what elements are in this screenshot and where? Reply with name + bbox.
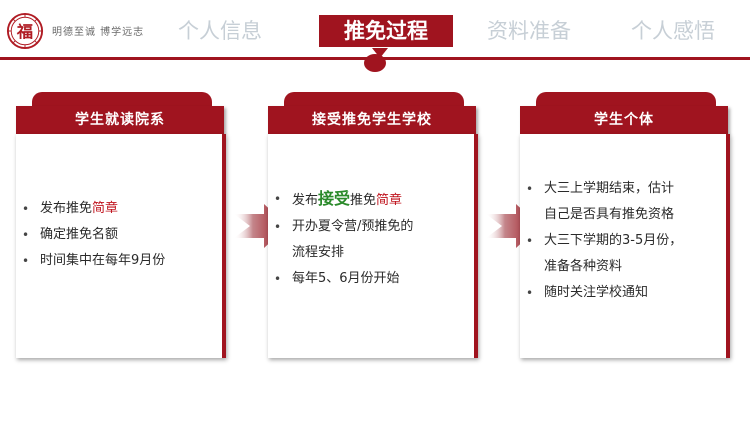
list-item: • 随时关注学校通知 <box>524 280 682 306</box>
tab-materials[interactable]: 资料准备 <box>487 19 571 43</box>
card-3-body <box>520 134 730 358</box>
item-text-continued: 流程安排 <box>292 245 345 260</box>
bullet-icon: • <box>274 192 282 206</box>
list-item: • 大三下学期的3-5月份， 准备各种资料 <box>524 228 682 280</box>
card-2-edge <box>474 134 478 358</box>
bullet-icon: • <box>526 286 534 300</box>
list-item: • 发布推免简章 <box>20 196 165 222</box>
item-text: 开办夏令营/预推免的 <box>292 219 414 234</box>
bullet-icon: • <box>22 254 30 268</box>
item-text: 发布 <box>292 193 319 208</box>
item-text-continued: 自己是否具有推免资格 <box>544 207 675 222</box>
card-3-edge <box>726 134 730 358</box>
list-item: • 开办夏令营/预推免的流程安排 <box>272 214 413 266</box>
bullet-icon: • <box>274 272 282 286</box>
item-text: 确定推免名额 <box>40 227 119 242</box>
list-item: • 每年5、6月份开始 <box>272 266 413 292</box>
bullet-icon: • <box>526 234 534 248</box>
motto-text: 明德至诚 博学远志 <box>52 27 145 38</box>
list-item: • 时间集中在每年9月份 <box>20 248 165 274</box>
tab-reflections[interactable]: 个人感悟 <box>631 19 715 43</box>
item-text-continued: 准备各种资料 <box>544 259 623 274</box>
logo-seal-icon: 福 <box>6 12 44 50</box>
card-2-tab <box>284 92 464 108</box>
bullet-icon: • <box>274 220 282 234</box>
list-item: • 确定推免名额 <box>20 222 165 248</box>
item-text: 推免 <box>350 193 377 208</box>
bullet-icon: • <box>22 202 30 216</box>
active-tab-pointer <box>372 48 388 58</box>
tab-personal-info[interactable]: 个人信息 <box>178 19 262 43</box>
highlight-text: 简章 <box>376 193 403 208</box>
svg-text:福: 福 <box>16 22 33 41</box>
card-2-list: • 发布接受推免简章 • 开办夏令营/预推免的流程安排 • 每年5、6月份开始 <box>272 186 413 292</box>
list-item: • 大三上学期结束，估计自己是否具有推免资格 <box>524 176 682 228</box>
card-1-body <box>16 134 226 358</box>
card-2-body <box>268 134 478 358</box>
highlight-text: 接受 <box>318 189 351 208</box>
item-text: 随时关注学校通知 <box>544 285 649 300</box>
card-3-title: 学生个体 <box>520 106 728 134</box>
list-item: • 发布接受推免简章 <box>272 186 413 214</box>
active-tab-marker <box>364 54 386 72</box>
item-text: 每年5、6月份开始 <box>292 271 400 286</box>
card-3-tab <box>536 92 716 108</box>
bullet-icon: • <box>22 228 30 242</box>
item-text: 时间集中在每年9月份 <box>40 253 166 268</box>
card-2-title: 接受推免学生学校 <box>268 106 476 134</box>
card-3-list: • 大三上学期结束，估计自己是否具有推免资格 • 大三下学期的3-5月份， 准备各种资料… <box>524 176 682 306</box>
bullet-icon: • <box>526 182 534 196</box>
tab-process[interactable]: 推免过程 <box>319 15 453 47</box>
item-text: 发布推免 <box>40 201 93 216</box>
item-text: 大三上学期结束，估计 <box>544 181 675 196</box>
item-text: 大三下学期的3-5月份， <box>544 233 683 248</box>
card-1-edge <box>222 134 226 358</box>
card-1-title: 学生就读院系 <box>16 106 224 134</box>
highlight-text: 简章 <box>92 201 119 216</box>
card-1-list: • 发布推免简章 • 确定推免名额 • 时间集中在每年9月份 <box>20 196 165 274</box>
card-1-tab <box>32 92 212 108</box>
